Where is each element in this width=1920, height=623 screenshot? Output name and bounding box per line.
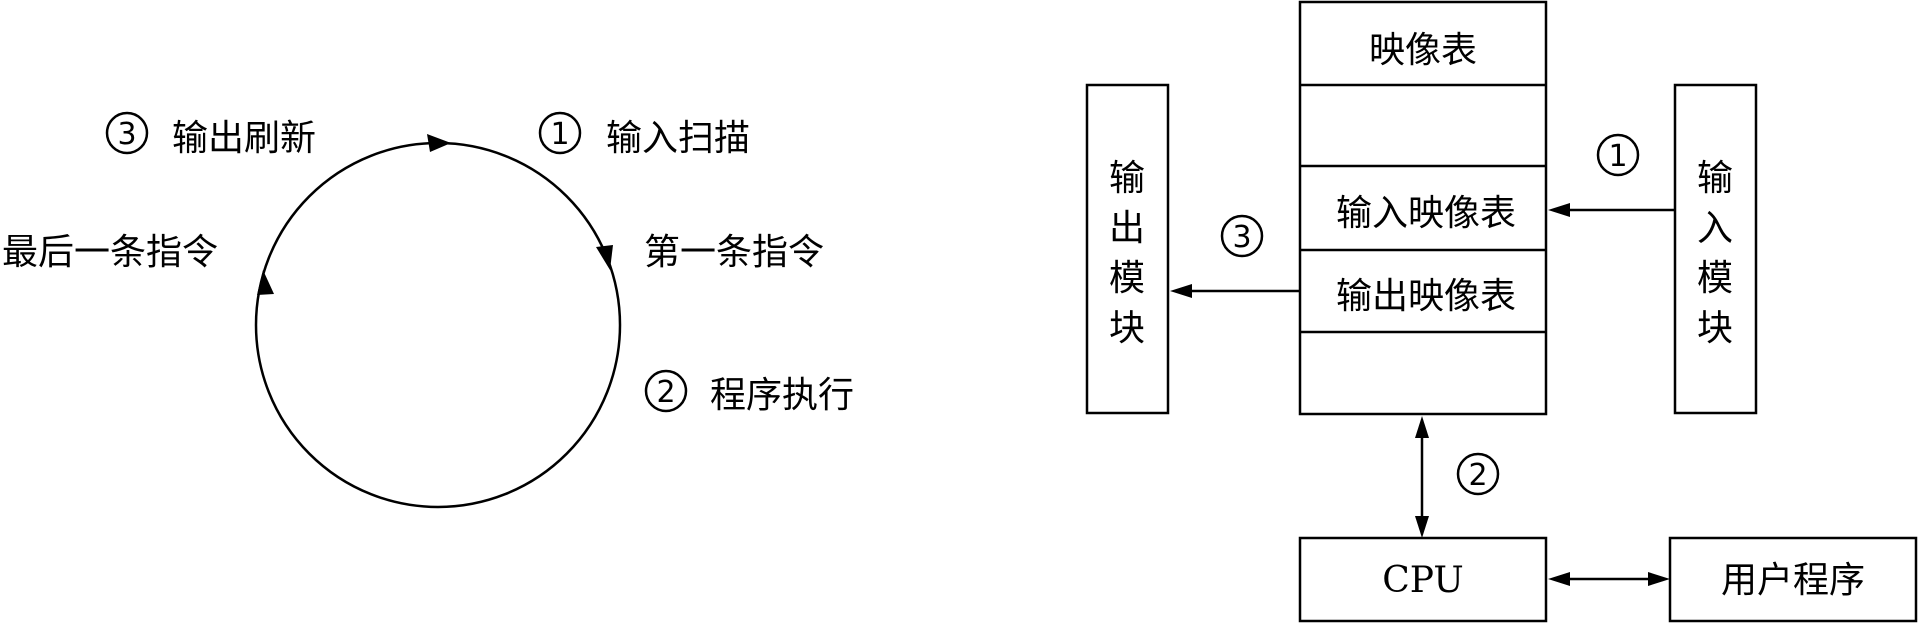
- scan-cycle: 1 输入扫描 3 输出刷新 第一条指令 最后一条指令 2 程序执行: [2, 111, 854, 509]
- step2-program-execution-label: 程序执行: [710, 375, 854, 416]
- user-program-box: 用户程序: [1668, 536, 1918, 623]
- input-module: 输 入 模 块: [1673, 83, 1758, 415]
- cycle-arrow-left: [257, 270, 274, 295]
- image-table-architecture: 映像表 输入映像表 输出映像表 输 出 模 块 输 入 模 块 1: [1085, 0, 1918, 623]
- input-module-char-2: 入: [1697, 208, 1733, 249]
- output-image-table-label: 输出映像表: [1336, 276, 1516, 317]
- scan-cycle-circle: [254, 141, 622, 509]
- step3-badge: 3: [105, 111, 149, 155]
- input-module-char-3: 模: [1697, 258, 1733, 299]
- input-module-char-1: 输: [1697, 158, 1733, 199]
- step2-badge: 2: [644, 369, 688, 413]
- step1-badge: 1: [538, 111, 582, 155]
- arrow-cpu-user-program: [1548, 572, 1670, 586]
- cpu-label: CPU: [1382, 560, 1463, 601]
- image-table: 映像表 输入映像表 输出映像表: [1298, 0, 1548, 416]
- output-module: 输 出 模 块: [1085, 83, 1170, 415]
- cycle-arrow-right: [596, 245, 613, 270]
- step3-output-refresh-label: 输出刷新: [172, 118, 316, 159]
- first-instruction-label: 第一条指令: [644, 232, 824, 273]
- image-table-title: 映像表: [1369, 30, 1477, 71]
- output-module-char-4: 块: [1109, 308, 1145, 349]
- arrow-image-table-cpu: 2: [1415, 416, 1500, 538]
- arrow-image-table-to-output: 3: [1170, 214, 1300, 298]
- arrow-cpu-number: 2: [1468, 458, 1487, 493]
- cycle-arrow-top: [427, 134, 451, 152]
- arrow-input-to-image-table: 1: [1548, 133, 1675, 217]
- cpu-box: CPU: [1298, 536, 1548, 623]
- output-module-char-2: 出: [1109, 208, 1145, 249]
- output-module-char-3: 模: [1109, 258, 1145, 299]
- step1-input-scan-label: 输入扫描: [606, 118, 750, 159]
- user-program-label: 用户程序: [1721, 560, 1865, 601]
- last-instruction-label: 最后一条指令: [2, 232, 218, 273]
- input-image-table-label: 输入映像表: [1336, 193, 1516, 234]
- step3-number: 3: [117, 117, 136, 152]
- input-module-char-4: 块: [1697, 308, 1733, 349]
- step2-number: 2: [656, 375, 675, 410]
- output-module-char-1: 输: [1109, 158, 1145, 199]
- arrow-input-number: 1: [1608, 139, 1627, 174]
- arrow-output-number: 3: [1232, 220, 1251, 255]
- step1-number: 1: [550, 117, 569, 152]
